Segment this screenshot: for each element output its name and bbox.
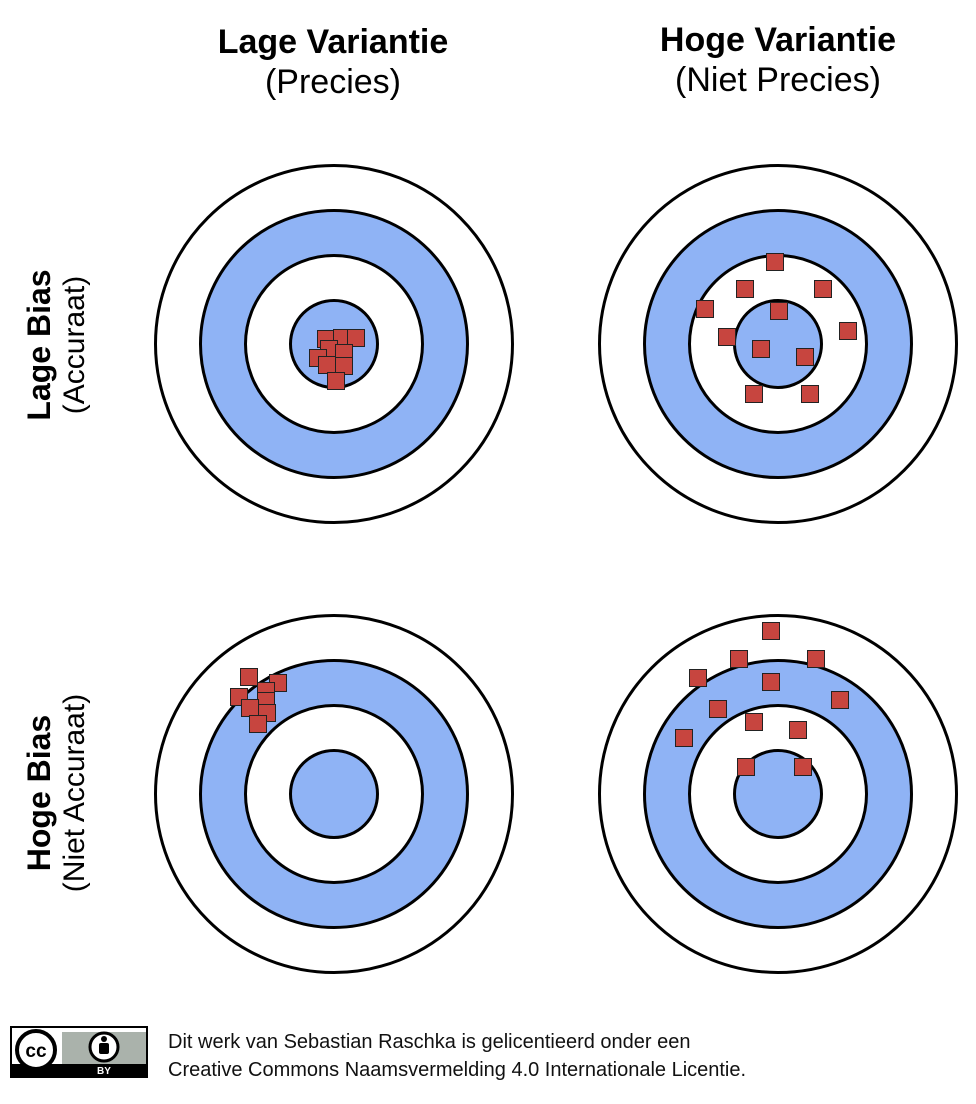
license-line-2: Creative Commons Naamsvermelding 4.0 Int… bbox=[168, 1059, 747, 1081]
hit-marker bbox=[347, 329, 365, 347]
hit-marker bbox=[718, 328, 736, 346]
hit-marker bbox=[796, 348, 814, 366]
license-line-1: Dit werk van Sebastian Raschka is gelice… bbox=[168, 1031, 691, 1053]
hit-marker bbox=[831, 691, 849, 709]
hit-marker bbox=[789, 721, 807, 739]
hit-marker bbox=[249, 715, 267, 733]
hit-marker bbox=[801, 385, 819, 403]
column-header-low-variance: Lage Variantie (Precies) bbox=[163, 22, 503, 102]
hit-marker bbox=[709, 700, 727, 718]
hit-marker bbox=[814, 280, 832, 298]
attribution-icon bbox=[88, 1031, 120, 1063]
row-title: Lage Bias bbox=[21, 269, 57, 421]
cc-icon bbox=[15, 1029, 57, 1071]
bullseye bbox=[289, 749, 379, 839]
hit-marker bbox=[730, 650, 748, 668]
hit-marker bbox=[327, 372, 345, 390]
target-high-bias-low-variance bbox=[154, 614, 514, 974]
row-title: Hoge Bias bbox=[21, 714, 57, 872]
hit-marker bbox=[839, 322, 857, 340]
hit-marker bbox=[745, 385, 763, 403]
hit-marker bbox=[335, 357, 353, 375]
column-title: Hoge Variantie bbox=[659, 21, 897, 59]
row-header-low-bias: Lage Bias (Accuraat) bbox=[21, 175, 93, 515]
hit-marker bbox=[736, 280, 754, 298]
hit-marker bbox=[752, 340, 770, 358]
license-text: Dit werk van Sebastian Raschka is gelice… bbox=[168, 1028, 746, 1084]
cc-icon-label: cc bbox=[25, 1041, 47, 1062]
hit-marker bbox=[675, 729, 693, 747]
hit-marker bbox=[318, 356, 336, 374]
row-subtitle: (Niet Accuraat) bbox=[58, 693, 91, 893]
hit-marker bbox=[794, 758, 812, 776]
hit-marker bbox=[807, 650, 825, 668]
cc-by-license-badge[interactable]: cc BY bbox=[10, 1026, 148, 1078]
column-subtitle: (Precies) bbox=[264, 63, 402, 101]
license-footer: cc BY Dit werk van Sebastian Raschka is … bbox=[10, 1026, 950, 1082]
row-header-high-bias: Hoge Bias (Niet Accuraat) bbox=[21, 623, 93, 963]
hit-marker bbox=[696, 300, 714, 318]
target-high-bias-high-variance bbox=[598, 614, 958, 974]
column-header-high-variance: Hoge Variantie (Niet Precies) bbox=[608, 20, 948, 100]
target-low-bias-high-variance bbox=[598, 164, 958, 524]
column-subtitle: (Niet Precies) bbox=[675, 61, 881, 99]
hit-marker bbox=[762, 622, 780, 640]
hit-marker bbox=[762, 673, 780, 691]
hit-marker bbox=[745, 713, 763, 731]
column-title: Lage Variantie bbox=[217, 23, 449, 61]
hit-marker bbox=[240, 668, 258, 686]
hit-marker bbox=[241, 699, 259, 717]
hit-marker bbox=[766, 253, 784, 271]
hit-marker bbox=[737, 758, 755, 776]
hit-marker bbox=[770, 302, 788, 320]
target-low-bias-low-variance bbox=[154, 164, 514, 524]
hit-marker bbox=[689, 669, 707, 687]
row-subtitle: (Accuraat) bbox=[58, 275, 91, 415]
by-label: BY bbox=[97, 1066, 111, 1077]
